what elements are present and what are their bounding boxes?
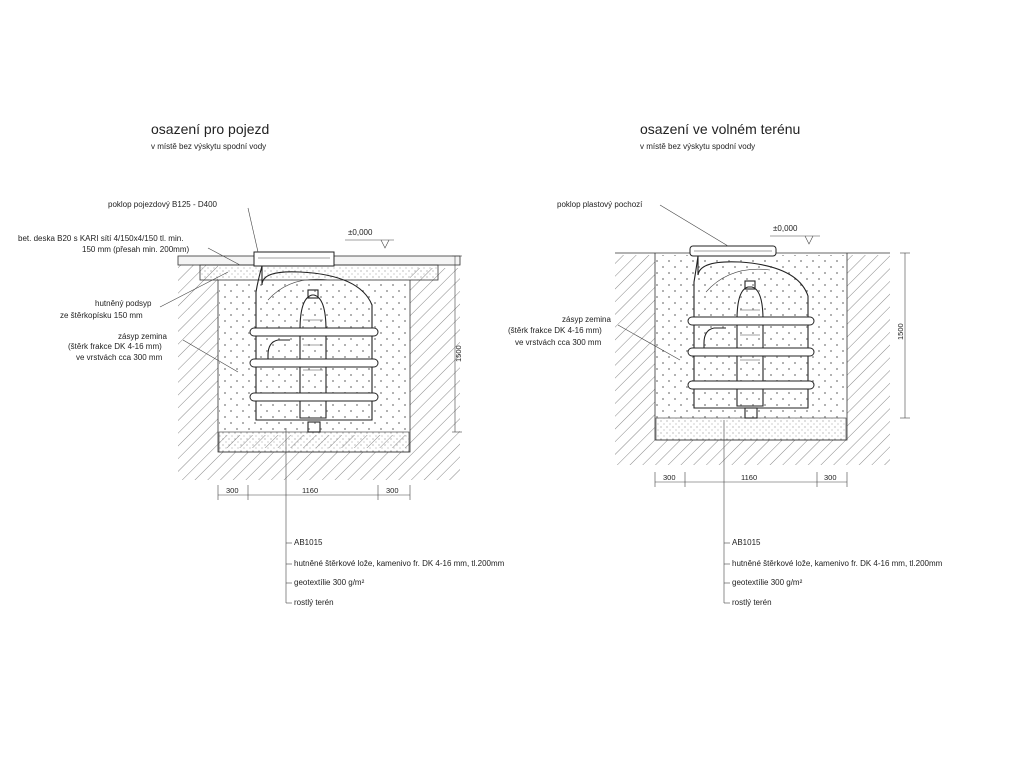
right-legend-2: hutněné štěrkové lože, kamenivo fr. DK 4… (732, 559, 943, 568)
left-bedding-label-2: ze štěrkopísku 150 mm (60, 311, 143, 320)
left-panel: osazení pro pojezd v místě bez výskytu s… (18, 121, 505, 607)
right-dim-1: 300 (663, 473, 676, 482)
left-cover-label: poklop pojezdový B125 - D400 (108, 200, 218, 209)
left-tank-rib-3 (249, 392, 379, 402)
left-subtitle: v místě bez výskytu spodní vody (151, 142, 266, 151)
left-dim-3: 300 (386, 486, 399, 495)
right-cover-label: poklop plastový pochozí (557, 200, 643, 209)
left-backfill-label-3: ve vrstvách cca 300 mm (76, 353, 163, 362)
left-tank-rib-2 (249, 358, 379, 368)
left-legend-3: geotextílie 300 g/m² (294, 578, 365, 587)
right-gravel-bed (655, 417, 847, 441)
right-tank (687, 255, 815, 419)
left-bedding-label-1: hutněný podsyp (95, 299, 152, 308)
left-tank-rib-1 (249, 327, 379, 337)
right-tank-rib-1 (687, 316, 815, 326)
right-panel: osazení ve volném terénu v místě bez výs… (508, 121, 943, 607)
right-height-dim: 1500 (896, 323, 905, 340)
right-dim-3: 300 (824, 473, 837, 482)
right-tank-rib-3 (687, 380, 815, 390)
left-bedding-layer (199, 264, 439, 281)
right-backfill-label-3: ve vrstvách cca 300 mm (515, 338, 602, 347)
left-cover (253, 251, 335, 267)
left-backfill-label-2: (štěrk frakce DK 4-16 mm) (68, 342, 162, 351)
left-slab-label-2: 150 mm (přesah min. 200mm) (82, 245, 189, 254)
left-height-dim: 1500 (454, 345, 463, 362)
left-level-label: ±0,000 (348, 228, 373, 237)
right-dim-2: 1160 (741, 473, 757, 482)
left-dim-1: 300 (226, 486, 239, 495)
left-title: osazení pro pojezd (151, 121, 269, 137)
left-gravel-bed (218, 431, 410, 453)
left-backfill-label-1: zásyp zemina (118, 332, 167, 341)
right-backfill (656, 255, 846, 418)
right-level-label: ±0,000 (773, 224, 798, 233)
right-legend-1: AB1015 (732, 538, 761, 547)
left-backfill (219, 282, 409, 432)
right-backfill-label-1: zásyp zemina (562, 315, 611, 324)
left-legend-4: rostlý terén (294, 598, 334, 607)
left-slab-label-1: bet. deska B20 s KARI sítí 4/150x4/150 t… (18, 234, 183, 243)
right-title: osazení ve volném terénu (640, 121, 800, 137)
right-tank-rib-2 (687, 347, 815, 357)
left-legend-1: AB1015 (294, 538, 323, 547)
right-native-soil (615, 255, 890, 465)
right-legend-3: geotextílie 300 g/m² (732, 578, 803, 587)
left-dim-2: 1160 (302, 486, 318, 495)
right-backfill-label-2: (štěrk frakce DK 4-16 mm) (508, 326, 602, 335)
left-legend-2: hutněné štěrkové lože, kamenivo fr. DK 4… (294, 559, 505, 568)
right-legend-4: rostlý terén (732, 598, 772, 607)
left-tank (249, 265, 379, 433)
right-subtitle: v místě bez výskytu spodní vody (640, 142, 755, 151)
